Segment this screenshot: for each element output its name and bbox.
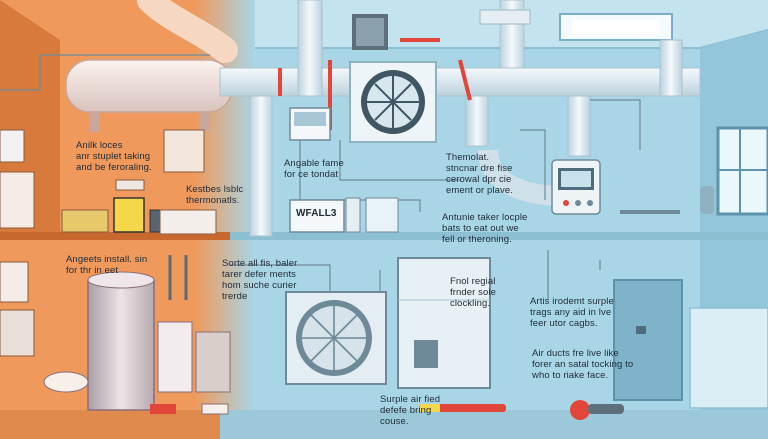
label-fnol-regial: Fnol regial frnder sole clockling. [450, 276, 496, 309]
label-air-ducts: Air ducts fre live like forer an satal t… [532, 348, 634, 381]
label-angable-fame: Angable fame for ce tondat [284, 158, 344, 180]
label-device-tag: WFALL3 [296, 208, 337, 219]
label-attic-note: Anilk loces anr stuplet taking and be fe… [76, 140, 152, 173]
label-kestbes: Kestbes lsblc thermonatls. [186, 184, 244, 206]
label-artis: Artis irodemt surple trags any aid in lv… [530, 296, 614, 329]
label-angeets: Angeets install. sin for thr in eet [66, 254, 148, 276]
label-thermostat-note: Themolat. stncnar dre fise cerowal dpr c… [446, 152, 513, 196]
label-surple: Surple air fied defefe bring couse. [380, 394, 441, 427]
label-antunie: Antunie taker locple bats to eat out we … [442, 212, 528, 245]
label-sorte: Sorte all fis, baler tarer defer ments h… [222, 258, 298, 302]
